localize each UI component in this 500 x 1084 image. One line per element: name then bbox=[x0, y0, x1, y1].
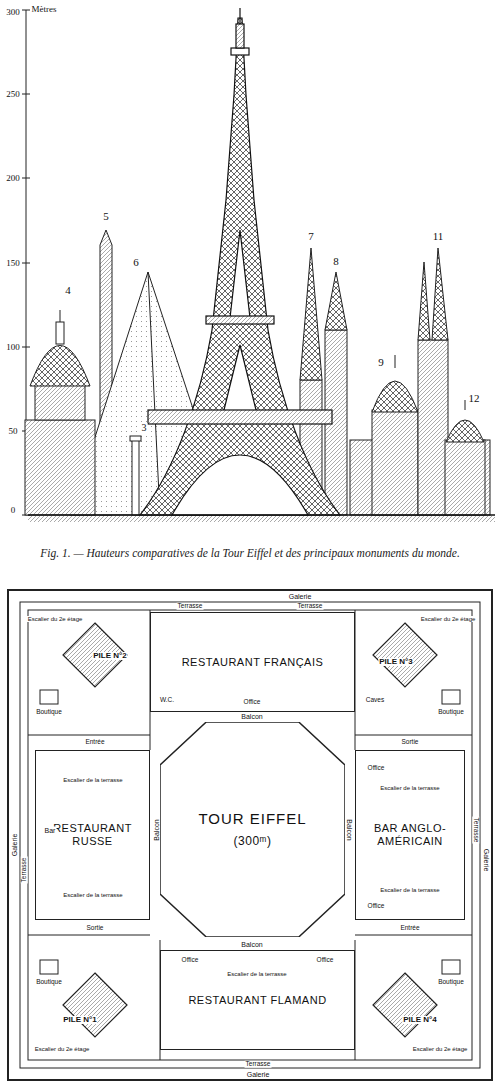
scale-value: Mètres bbox=[31, 5, 58, 14]
plan-label: Sortie bbox=[401, 739, 420, 746]
room-name: (300ᵐ) bbox=[234, 835, 272, 849]
scale-value: 250 bbox=[5, 90, 21, 99]
plan-label: Balcon bbox=[153, 818, 160, 841]
plan-label: Escalier du 2e étage bbox=[420, 616, 477, 622]
figure-caption: Fig. 1. — Hauteurs comparatives de la To… bbox=[20, 546, 480, 561]
plan-label: Boutique bbox=[437, 709, 465, 716]
plan-label: Boutique bbox=[35, 709, 63, 716]
plan-label: Terrasse bbox=[473, 817, 480, 844]
scale-value: 0 bbox=[10, 506, 17, 515]
plan-label: Office bbox=[181, 957, 200, 964]
callout-number: 3 bbox=[141, 423, 148, 433]
plan-label: Escalier de la terrasse bbox=[62, 892, 123, 898]
room-name: RESTAURANT FRANÇAIS bbox=[182, 656, 324, 669]
plan-label: Galerie bbox=[288, 593, 313, 600]
callout-number: 12 bbox=[468, 393, 481, 404]
plan-label: Escalier du 2e étage bbox=[412, 1046, 469, 1052]
scale-value: 150 bbox=[5, 259, 21, 268]
plan-label: Galerie bbox=[483, 848, 490, 873]
plan-label: Office bbox=[367, 903, 386, 910]
plan-label: Terrasse bbox=[21, 857, 28, 884]
plan-label: Escalier du 2e étage bbox=[34, 1046, 91, 1052]
scale-value: 300 bbox=[5, 8, 21, 17]
room-name: RESTAURANT FLAMAND bbox=[188, 994, 326, 1007]
plan-label: W.C. bbox=[159, 697, 175, 704]
plan-label: Sortie bbox=[86, 925, 105, 932]
plan-label: PILE N°1 bbox=[62, 1016, 97, 1024]
plan-label: Terrasse bbox=[297, 603, 324, 610]
plan-label: Balcon bbox=[240, 713, 263, 720]
plan-label: Boutique bbox=[35, 979, 63, 986]
plan-label: Escalier de la terrasse bbox=[226, 971, 287, 977]
callout-number: 4 bbox=[64, 285, 72, 296]
room-name: TOUR EIFFEL bbox=[198, 810, 306, 827]
room-box: RESTAURANT FRANÇAIS bbox=[150, 612, 355, 712]
callout-number: 5 bbox=[102, 211, 110, 222]
scale-value: 200 bbox=[5, 174, 21, 183]
room-name: RESTAURANT RUSSE bbox=[42, 822, 143, 847]
room-box: BAR ANGLO-AMÉRICAIN bbox=[355, 750, 465, 920]
plan-label: Galerie bbox=[246, 1071, 271, 1078]
plan-label: Balcon bbox=[346, 818, 353, 841]
callout-number: 8 bbox=[332, 256, 340, 267]
callout-number: 6 bbox=[132, 257, 140, 268]
eiffel-tower bbox=[140, 8, 340, 515]
plan-label: Entrée bbox=[84, 739, 105, 746]
plan-label: Office bbox=[367, 765, 386, 772]
scale-value: 50 bbox=[8, 427, 19, 436]
scale-value: 100 bbox=[5, 343, 21, 352]
plan-label: Office bbox=[243, 699, 262, 706]
plan-label: Balcon bbox=[240, 941, 263, 948]
plan-label: Bar bbox=[44, 827, 57, 834]
platform-plan bbox=[8, 590, 492, 1080]
callout-number: 11 bbox=[432, 231, 445, 242]
plan-label: Escalier du 2e étage bbox=[27, 616, 84, 622]
plan-label: Galerie bbox=[11, 833, 18, 858]
plan-label: Escalier de la terrasse bbox=[62, 777, 123, 783]
plan-label: Escalier de la terrasse bbox=[379, 887, 440, 893]
plan-label: Office bbox=[316, 957, 335, 964]
callout-number: 7 bbox=[307, 231, 315, 242]
plan-label: PILE N°3 bbox=[378, 658, 413, 666]
plan-label: Caves bbox=[365, 697, 385, 704]
plan-label: Escalier de la terrasse bbox=[379, 785, 440, 791]
plan-label: PILE N°2 bbox=[92, 652, 127, 660]
room-name: BAR ANGLO-AMÉRICAIN bbox=[362, 822, 458, 847]
octagon-outline bbox=[160, 722, 345, 937]
plan-label: Entrée bbox=[399, 925, 420, 932]
callout-number: 9 bbox=[377, 357, 385, 368]
plan-label: PILE N°4 bbox=[402, 1016, 437, 1024]
plan-label: Boutique bbox=[437, 979, 465, 986]
room-box: RESTAURANT FLAMAND bbox=[160, 950, 355, 1050]
plan-label: Terrasse bbox=[245, 1061, 272, 1068]
plan-label: Terrasse bbox=[177, 603, 204, 610]
central-well: TOUR EIFFEL (300ᵐ) bbox=[160, 722, 345, 937]
